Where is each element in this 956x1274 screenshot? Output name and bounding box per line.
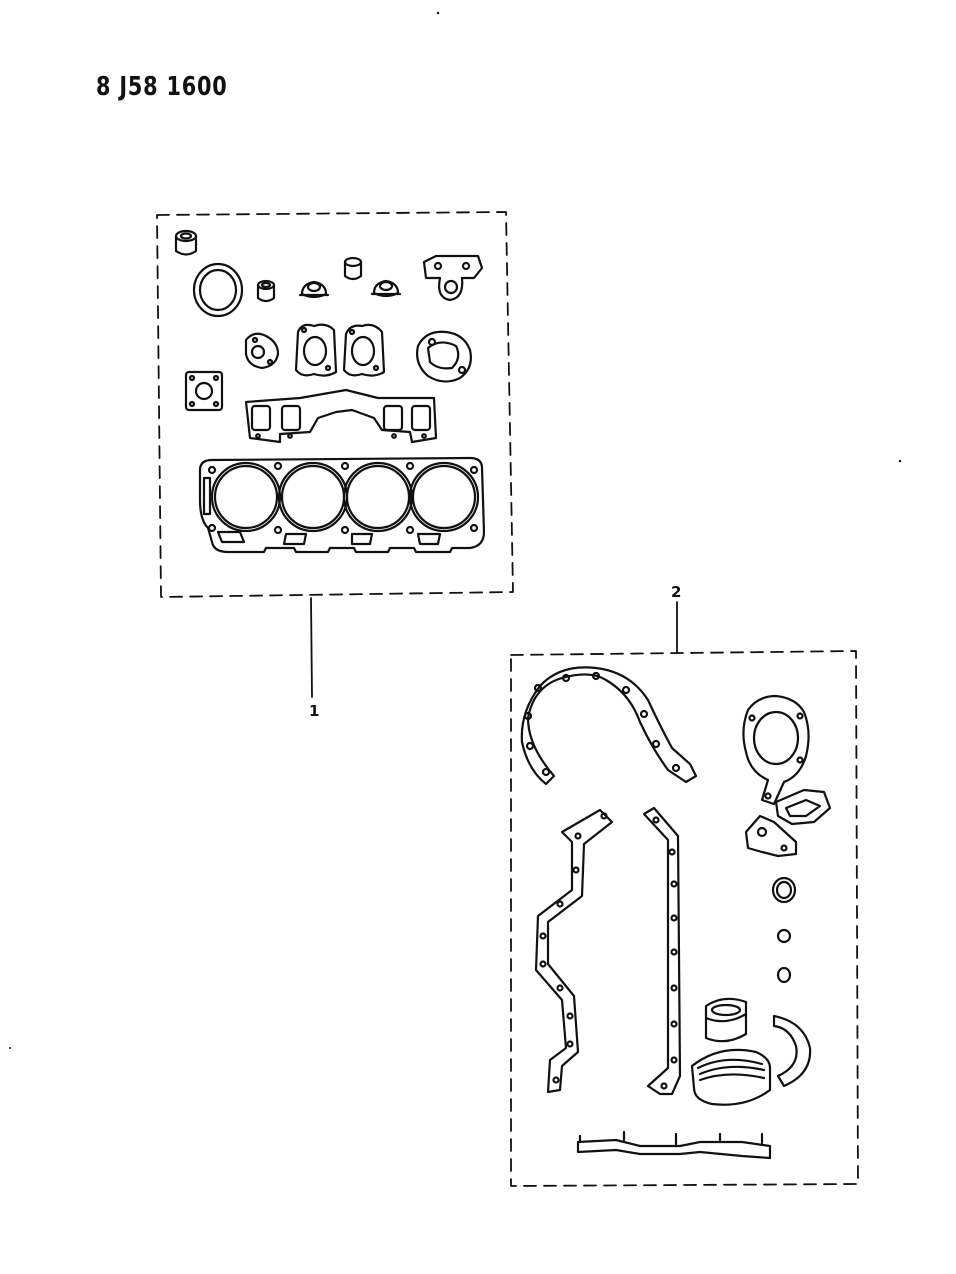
rear-main-seal-part — [706, 999, 746, 1041]
half-moon-seal-part — [774, 1016, 810, 1086]
bottom-strip-gasket-part — [578, 1132, 770, 1158]
small-cylinder-seal-part — [258, 281, 274, 301]
small-port-gasket-part — [246, 334, 278, 368]
water-pump-gasket-part — [743, 696, 808, 804]
speck — [898, 459, 902, 463]
cylinder-head-gasket-part — [200, 458, 484, 552]
square-flange-gasket-part — [186, 372, 222, 410]
speck — [436, 11, 440, 15]
round-seal-ring-part — [194, 264, 242, 316]
port-gasket-part-2 — [344, 325, 384, 376]
small-o-ring-part-2 — [778, 968, 790, 982]
cylinder-cup-part — [345, 258, 361, 279]
small-o-ring-part-1 — [778, 930, 790, 942]
diagram-code-label: 8 J58 1600 — [96, 72, 228, 102]
kit-1-border — [157, 212, 513, 597]
callout-2: 2 — [671, 583, 682, 601]
fuel-pump-gasket-part — [776, 790, 830, 824]
large-crankshaft-seal-part — [692, 1050, 770, 1105]
port-gasket-part-1 — [296, 325, 336, 376]
leader-line-1 — [311, 598, 312, 697]
flange-bracket-gasket-part — [424, 256, 482, 300]
oil-seal-part — [773, 878, 795, 902]
kit-2-border — [511, 651, 858, 1186]
callout-1: 1 — [309, 702, 320, 720]
valve-stem-seal-part-2 — [372, 281, 400, 296]
intake-manifold-gasket-part — [246, 390, 436, 442]
small-bracket-gasket-part — [746, 816, 796, 856]
speck — [9, 1047, 11, 1049]
oil-pan-side-gasket-right-part — [644, 808, 680, 1094]
outlet-flange-gasket-part — [417, 332, 471, 382]
oil-pan-side-gasket-left-part — [536, 810, 612, 1092]
valve-stem-seal-part — [300, 282, 328, 297]
timing-cover-gasket-part — [522, 667, 696, 784]
cylinder-bushing-part — [176, 231, 196, 255]
